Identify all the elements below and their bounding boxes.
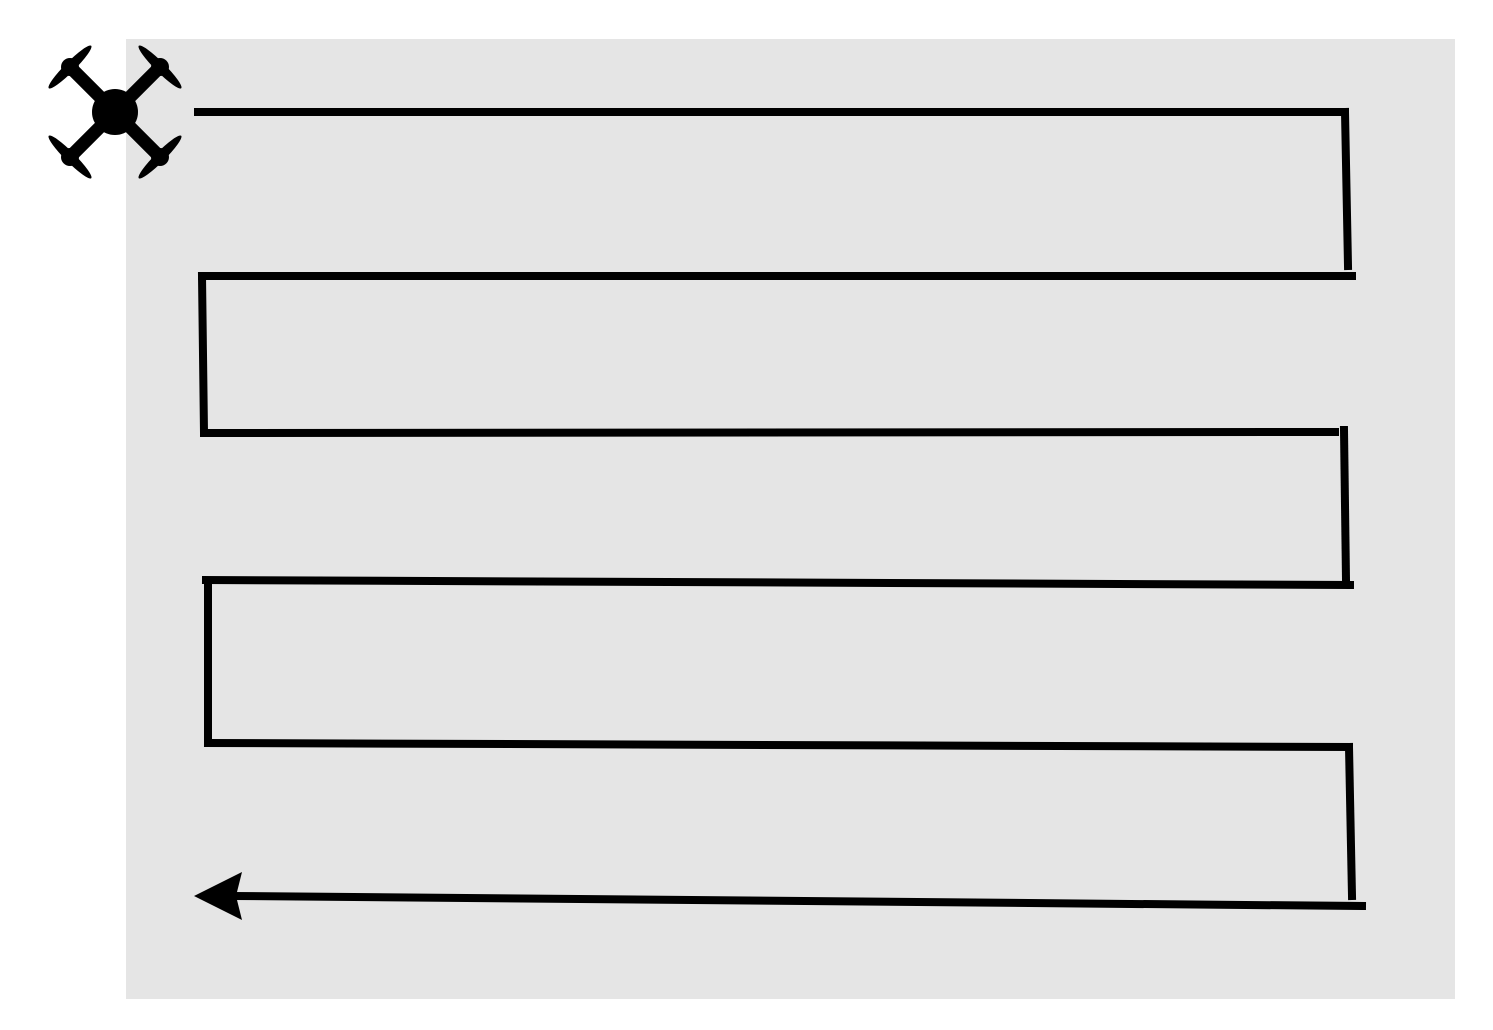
arrowhead-icon: [194, 872, 242, 920]
rotor: [138, 45, 182, 89]
path-segment-pass-4: [201, 575, 1355, 590]
survey-area: [126, 39, 1455, 999]
path-segment-pass-5: [203, 738, 1354, 752]
path-segment-turn-1: [1340, 107, 1353, 271]
flight-path: [194, 107, 1367, 911]
path-segment-turn-3: [1339, 425, 1351, 585]
path-segment-turn-5: [1344, 742, 1357, 901]
drone-icon: [48, 45, 182, 179]
rotor: [48, 45, 92, 89]
rotor: [48, 135, 92, 179]
path-segment-turn-2: [197, 271, 209, 438]
path-segment-pass-3: [199, 427, 1340, 438]
rotor: [138, 135, 182, 179]
path-segment-pass-6: [231, 891, 1367, 911]
